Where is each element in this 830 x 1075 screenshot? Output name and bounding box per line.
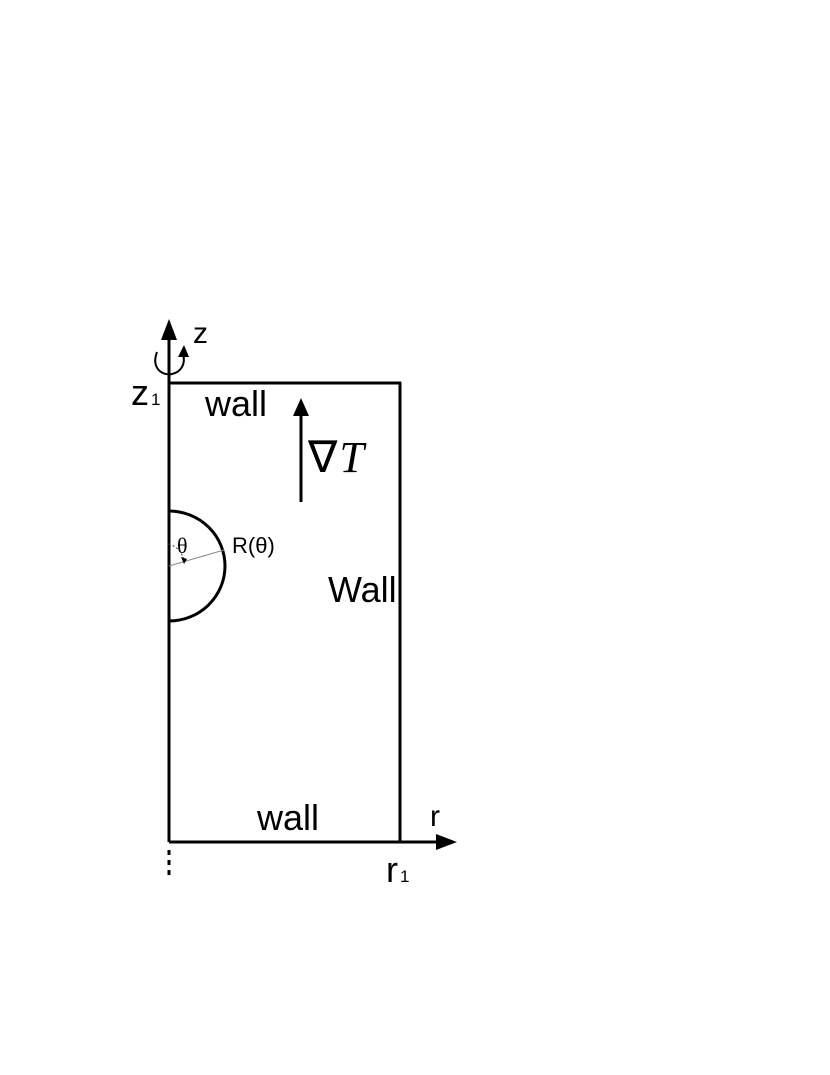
gradient-label: ∇T bbox=[307, 433, 367, 482]
z-axis-label: z bbox=[193, 317, 208, 350]
right-wall-label: Wall bbox=[328, 569, 397, 610]
gradient-arrow-head bbox=[293, 398, 309, 416]
radius-label: R(θ) bbox=[232, 533, 275, 558]
z-axis-arrowhead bbox=[161, 319, 177, 340]
rotation-arrowhead bbox=[178, 345, 189, 357]
radius-line bbox=[168, 549, 225, 567]
bottom-wall-label: wall bbox=[256, 797, 319, 838]
r-axis-label: r bbox=[430, 800, 440, 833]
top-wall-label: wall bbox=[204, 383, 267, 424]
rotation-arrow-icon bbox=[154, 351, 185, 376]
drop-interface bbox=[168, 509, 227, 623]
angle-arrowhead bbox=[181, 557, 187, 564]
angle-label: θ bbox=[177, 533, 188, 558]
r-axis-arrowhead bbox=[436, 834, 457, 850]
